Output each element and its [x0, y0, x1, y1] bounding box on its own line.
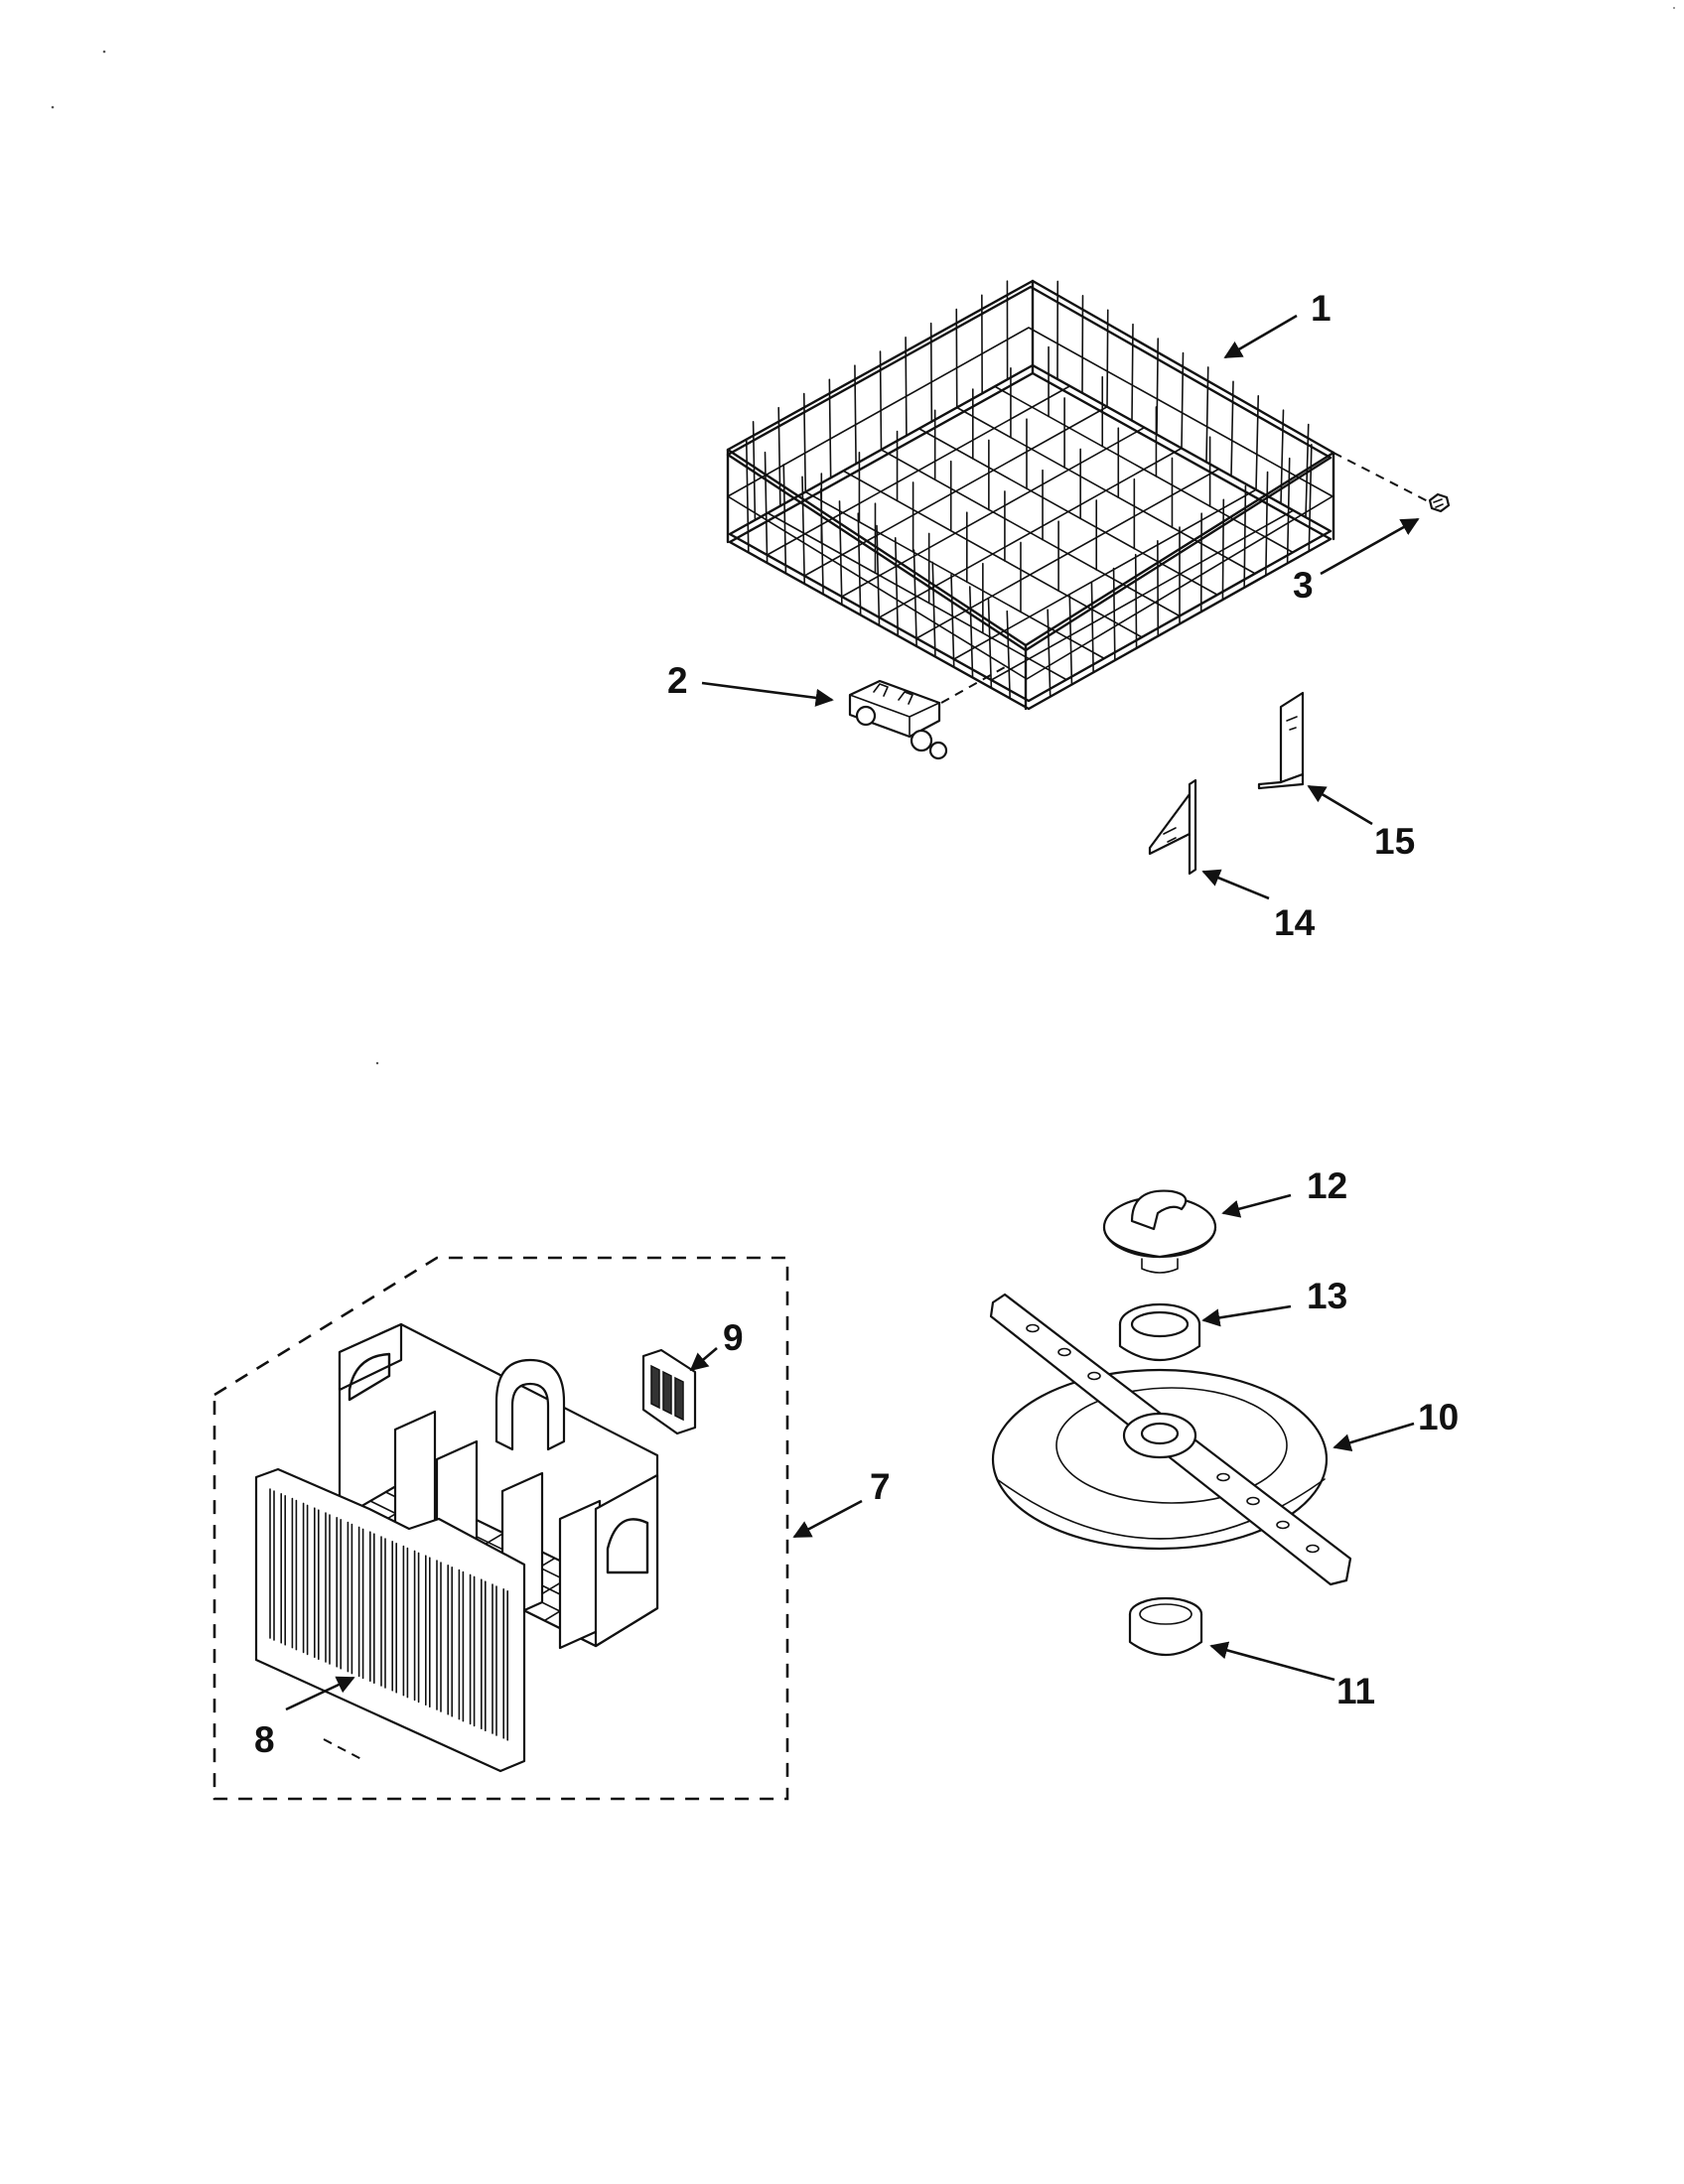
callout-1: 1 — [1311, 288, 1332, 329]
bracket-icon — [1257, 691, 1305, 790]
rack-stop-icon — [1428, 492, 1451, 513]
callout-9: 9 — [723, 1317, 744, 1358]
rack-roller-icon — [848, 679, 948, 760]
callout-11: 11 — [1336, 1671, 1375, 1711]
basket-clip-icon — [641, 1348, 697, 1435]
callout-12: 12 — [1307, 1165, 1347, 1206]
callout-2: 2 — [667, 660, 688, 701]
leader-line — [1209, 1641, 1335, 1682]
leader-line — [1307, 784, 1373, 826]
spray-arm-icon — [989, 1293, 1352, 1586]
callout-7: 7 — [870, 1466, 891, 1507]
leader-line — [1333, 1422, 1415, 1452]
leader-line — [285, 1676, 355, 1711]
callout-13: 13 — [1307, 1276, 1347, 1316]
leader-line — [1201, 1304, 1292, 1327]
bearing-ring-icon — [1128, 1596, 1203, 1657]
callout-3: 3 — [1293, 565, 1314, 606]
leader-line — [1221, 1193, 1292, 1218]
callout-15: 15 — [1374, 821, 1415, 862]
scan-specks — [51, 7, 1675, 1065]
callout-14: 14 — [1274, 902, 1316, 943]
leader-line — [689, 1347, 718, 1372]
leader-line — [1223, 314, 1298, 359]
assembly-boundary — [212, 1256, 789, 1801]
seal-ring-icon — [1118, 1302, 1201, 1362]
callout-10: 10 — [1418, 1397, 1459, 1437]
leader-line — [701, 681, 834, 707]
bracket-icon — [1148, 778, 1197, 876]
spray-arm-cap-icon — [1102, 1189, 1217, 1274]
leader-line — [1320, 517, 1420, 576]
leader-line — [1201, 869, 1270, 900]
alignment-line — [940, 666, 1006, 704]
leader-line — [792, 1499, 863, 1539]
alignment-line — [1333, 452, 1431, 503]
basket-lid-icon — [254, 1467, 526, 1773]
callout-8: 8 — [254, 1719, 275, 1760]
dish-rack-icon — [726, 279, 1335, 711]
alignment-line — [323, 1738, 362, 1760]
